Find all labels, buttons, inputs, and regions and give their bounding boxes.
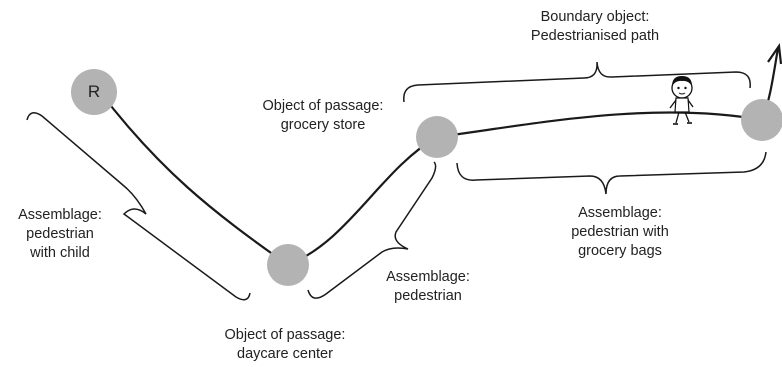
node-start xyxy=(71,69,117,115)
brace-assemblage-pedestrian xyxy=(307,161,437,299)
label-grocery-store: Object of passage: grocery store xyxy=(262,98,384,133)
brace-assemblage-child xyxy=(26,112,251,301)
child-walking-icon xyxy=(669,76,694,125)
label-assemblage-grocery: Assemblage: pedestrian with grocery bags xyxy=(571,205,669,259)
node-grocery-store xyxy=(416,116,458,158)
label-assemblage-child: Assemblage: pedestrian with child xyxy=(18,207,102,261)
brace-boundary-object xyxy=(403,61,751,103)
node-daycare xyxy=(267,244,309,286)
label-assemblage-pedestrian: Assemblage: pedestrian xyxy=(386,269,470,304)
node-start-label: R xyxy=(87,82,101,101)
label-boundary-object: Boundary object: Pedestrianised path xyxy=(530,9,660,44)
node-end xyxy=(741,99,782,141)
arrow-head-icon xyxy=(767,42,782,65)
label-daycare: Object of passage: daycare center xyxy=(224,327,346,362)
trajectory-path xyxy=(99,91,763,267)
brace-assemblage-grocery xyxy=(456,151,767,195)
